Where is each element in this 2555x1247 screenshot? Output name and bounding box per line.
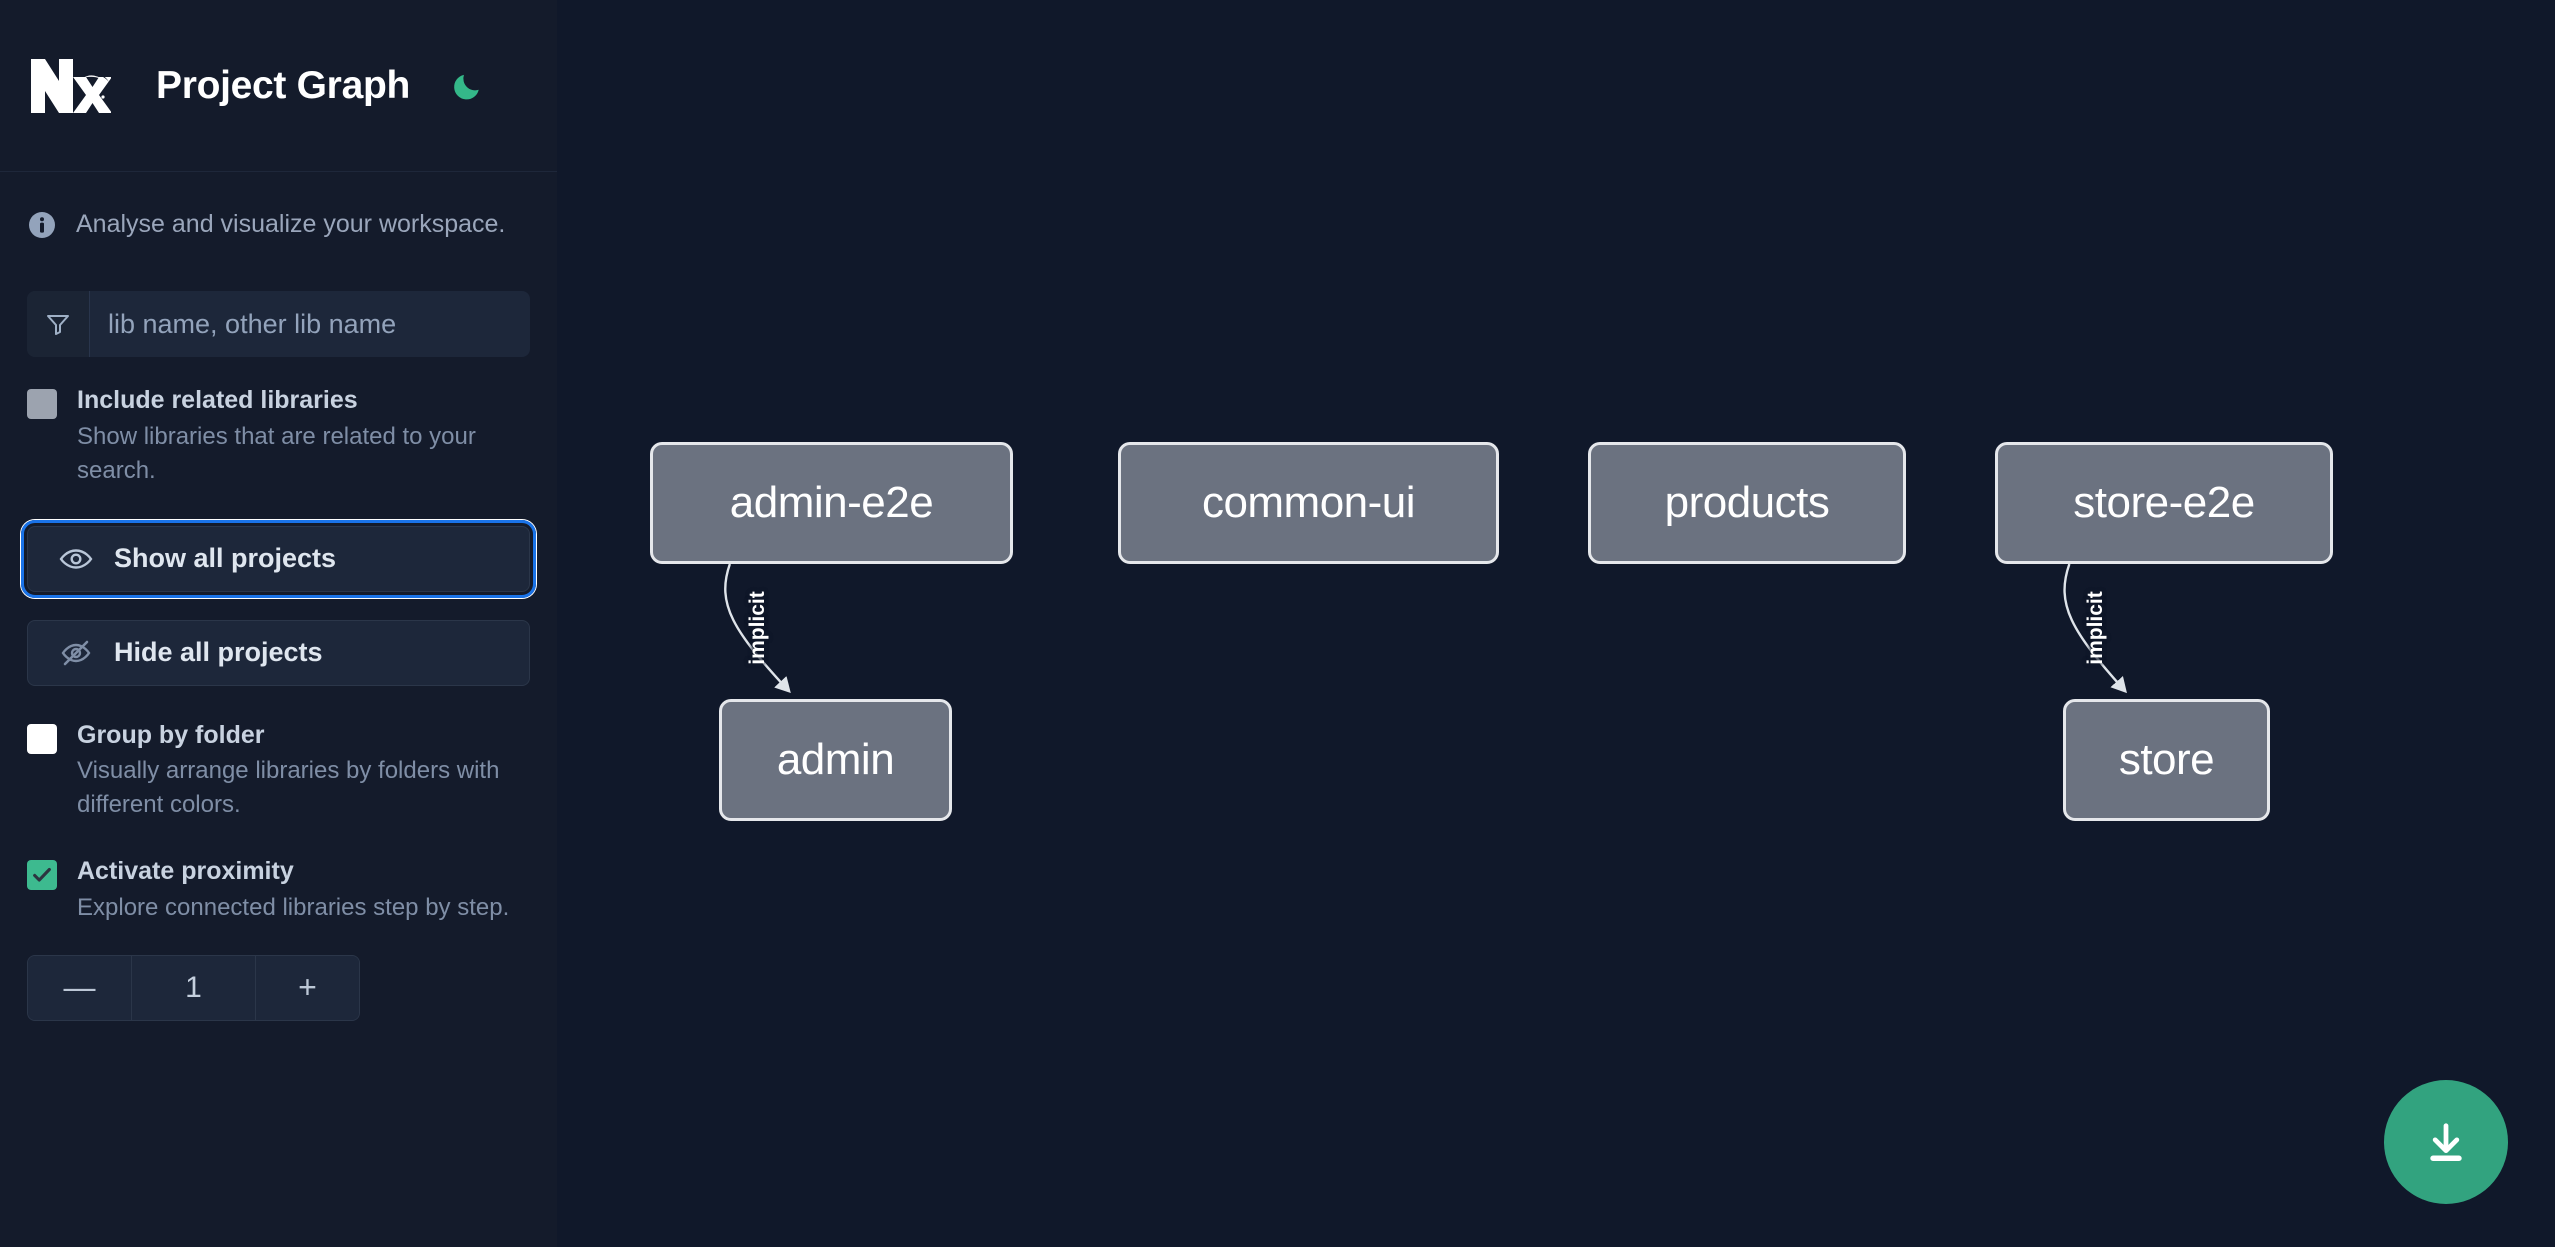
hide-all-projects-label: Hide all projects (114, 637, 323, 668)
download-graph-button[interactable] (2384, 1080, 2508, 1204)
show-all-projects-button[interactable]: Show all projects (21, 519, 536, 598)
eye-icon (58, 541, 94, 577)
checkmark-icon (33, 868, 51, 882)
sidebar: Project Graph Analyse and visualize your… (0, 0, 557, 1247)
graph-node-products[interactable]: products (1588, 442, 1906, 564)
graph-edges-layer (724, 563, 2127, 694)
eye-off-icon (58, 635, 94, 671)
filter-funnel-icon (27, 291, 90, 357)
graph-node-store-e2e[interactable]: store-e2e (1995, 442, 2333, 564)
graph-node-common-ui[interactable]: common-ui (1118, 442, 1499, 564)
info-icon (27, 210, 57, 240)
graph-node-admin[interactable]: admin (719, 699, 952, 821)
proximity-stepper[interactable]: — 1 + (27, 954, 360, 1021)
moon-icon[interactable] (446, 64, 490, 108)
proximity-stepper-wrap: — 1 + (0, 954, 557, 1021)
graph-canvas[interactable]: admin-e2e common-ui products store-e2e admin… (557, 0, 2555, 1247)
activate-proximity-label: Activate proximity (77, 857, 294, 886)
search-field[interactable] (27, 291, 530, 357)
group-by-folder-description: Visually arrange libraries by folders wi… (77, 757, 500, 819)
option-include-related[interactable]: Include related libraries Show libraries… (0, 385, 557, 488)
graph-edge-label: implicit (746, 590, 770, 665)
stepper-decrement-button[interactable]: — (28, 955, 132, 1020)
app-title: Project Graph (156, 63, 410, 107)
option-activate-proximity[interactable]: Activate proximity Explore connected lib… (0, 856, 557, 925)
include-related-description: Show libraries that are related to your … (77, 422, 476, 484)
graph-edge-store-e2e-to-store (2063, 563, 2127, 694)
hide-all-projects-button[interactable]: Hide all projects (27, 619, 530, 686)
show-all-projects-label: Show all projects (114, 543, 337, 574)
graph-node-store[interactable]: store (2063, 699, 2270, 821)
group-by-folder-label: Group by folder (77, 720, 265, 749)
sidebar-tagline: Analyse and visualize your workspace. (0, 172, 557, 277)
group-by-folder-checkbox[interactable] (27, 723, 57, 754)
stepper-increment-button[interactable]: + (255, 955, 359, 1020)
nx-logo-icon (27, 55, 112, 117)
graph-node-admin-e2e[interactable]: admin-e2e (650, 442, 1013, 564)
include-related-checkbox[interactable] (27, 389, 57, 419)
activate-proximity-checkbox[interactable] (27, 860, 57, 891)
include-related-label: Include related libraries (77, 386, 358, 414)
graph-edge-admin-e2e-to-admin (724, 563, 791, 694)
graph-edge-label: implicit (2083, 590, 2107, 665)
sidebar-header: Project Graph (0, 0, 557, 172)
tagline-text: Analyse and visualize your workspace. (76, 210, 506, 238)
activate-proximity-description: Explore connected libraries step by step… (77, 893, 510, 921)
search-input[interactable] (90, 291, 530, 357)
download-icon (2430, 1123, 2462, 1161)
stepper-value: 1 (132, 955, 255, 1020)
option-group-by-folder[interactable]: Group by folder Visually arrange librari… (0, 720, 557, 823)
